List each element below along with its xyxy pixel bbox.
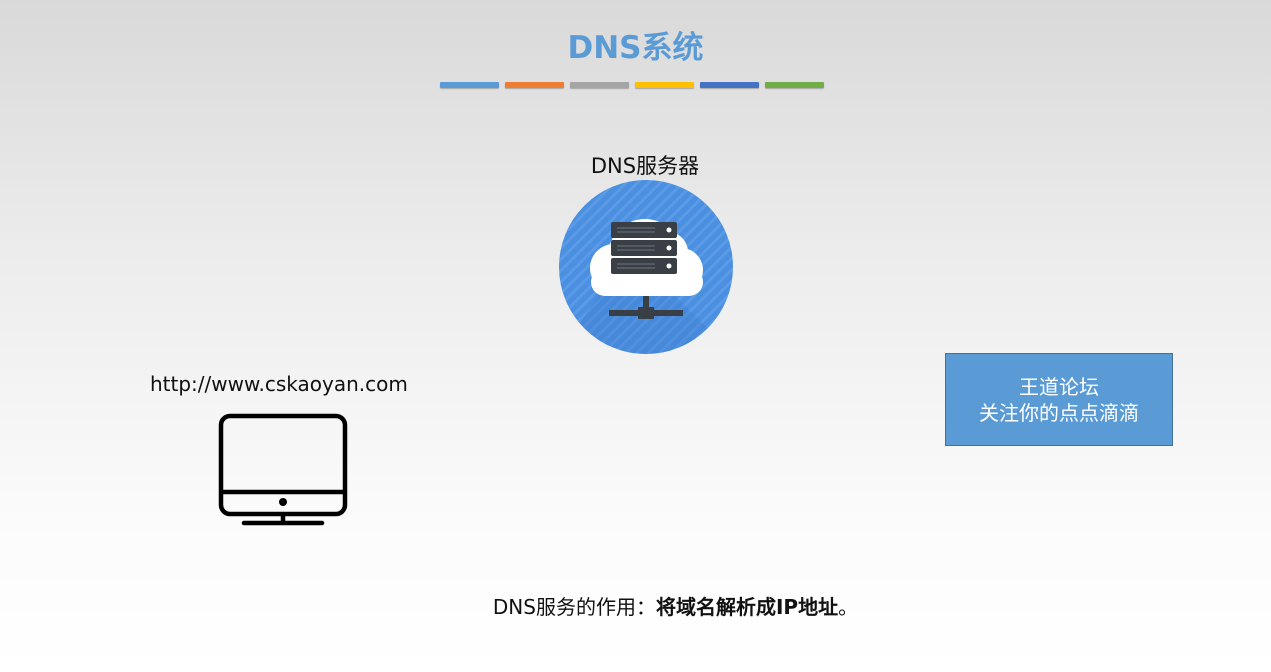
wangdao-promo-box: 王道论坛 关注你的点点滴滴 — [945, 353, 1173, 446]
color-segment — [635, 82, 694, 88]
network-connector — [609, 296, 683, 319]
monitor-icon — [218, 413, 348, 526]
decorative-color-bar — [440, 82, 824, 88]
server-rack — [611, 222, 677, 274]
caption-emphasis: 将域名解析成IP地址 — [655, 595, 839, 619]
color-segment — [700, 82, 759, 88]
caption-prefix: DNS服务的作用： — [492, 595, 656, 619]
client-url-label: http://www.cskaoyan.com — [150, 372, 408, 396]
cloud-server-icon — [559, 180, 733, 354]
promo-line-2: 关注你的点点滴滴 — [979, 400, 1139, 425]
dns-server-label: DNS服务器 — [590, 154, 700, 178]
color-segment — [440, 82, 499, 88]
dns-role-caption: DNS服务的作用：将域名解析成IP地址。 — [0, 591, 1271, 620]
slide-title: DNS系统 — [567, 30, 704, 66]
color-segment — [765, 82, 824, 88]
color-segment — [505, 82, 564, 88]
caption-suffix: 。 — [838, 595, 859, 619]
promo-line-1: 王道论坛 — [1019, 374, 1099, 399]
color-segment — [570, 82, 629, 88]
